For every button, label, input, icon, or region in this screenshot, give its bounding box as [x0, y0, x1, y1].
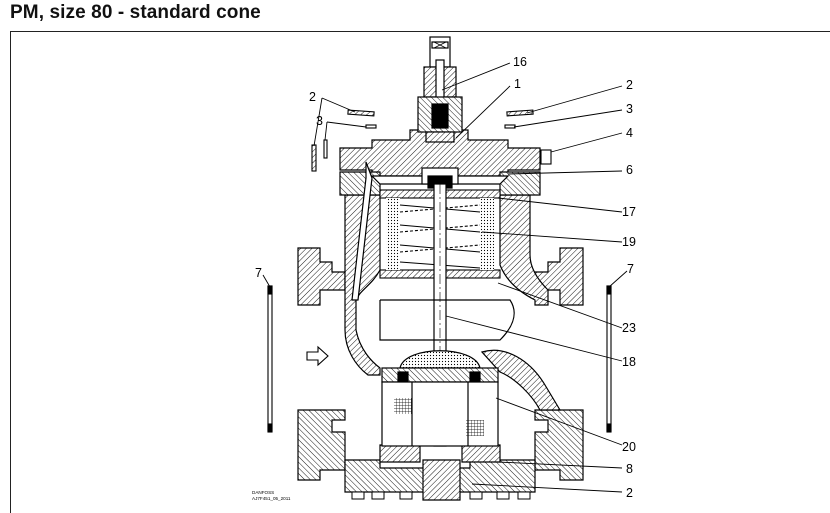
callout-2-top-left: 2 — [309, 90, 316, 104]
valve-body — [297, 194, 584, 501]
leader-lines — [262, 62, 628, 493]
stamp-line-2: AJ7F451_05_2011 — [252, 496, 291, 501]
drawing-frame — [10, 31, 830, 513]
diaphragm-plate — [370, 167, 510, 189]
callout-labels: 16 1 2 2 3 3 4 6 17 19 7 7 23 18 20 8 2 — [255, 55, 636, 500]
callout-7-right: 7 — [627, 262, 634, 276]
loose-parts — [311, 109, 552, 172]
callout-2-top-right: 2 — [626, 78, 633, 92]
callout-16: 16 — [513, 55, 527, 69]
valve-cone — [381, 350, 499, 447]
callout-1: 1 — [514, 77, 521, 91]
callout-4: 4 — [626, 126, 633, 140]
callout-3-right: 3 — [626, 102, 633, 116]
callout-2-bottom: 2 — [626, 486, 633, 500]
callout-19: 19 — [622, 235, 636, 249]
callout-7-left: 7 — [255, 266, 262, 280]
callout-18: 18 — [622, 355, 636, 369]
bottom-bolts — [351, 491, 531, 500]
top-cover — [339, 129, 541, 196]
impulse-tube — [351, 161, 373, 301]
callout-8: 8 — [626, 462, 633, 476]
callout-17: 17 — [622, 205, 636, 219]
flow-direction-arrow-icon — [306, 345, 329, 367]
callout-6: 6 — [626, 163, 633, 177]
stamp-line-1: DANFOSS — [252, 490, 274, 495]
page-title: PM, size 80 - standard cone — [10, 2, 261, 23]
callout-3-left: 3 — [316, 114, 323, 128]
callout-20: 20 — [622, 440, 636, 454]
callout-23: 23 — [622, 321, 636, 335]
inner-chamber-outline — [379, 299, 515, 341]
drawing-stamp: DANFOSS AJ7F451_05_2011 — [252, 490, 291, 501]
stem-housing — [417, 36, 463, 143]
